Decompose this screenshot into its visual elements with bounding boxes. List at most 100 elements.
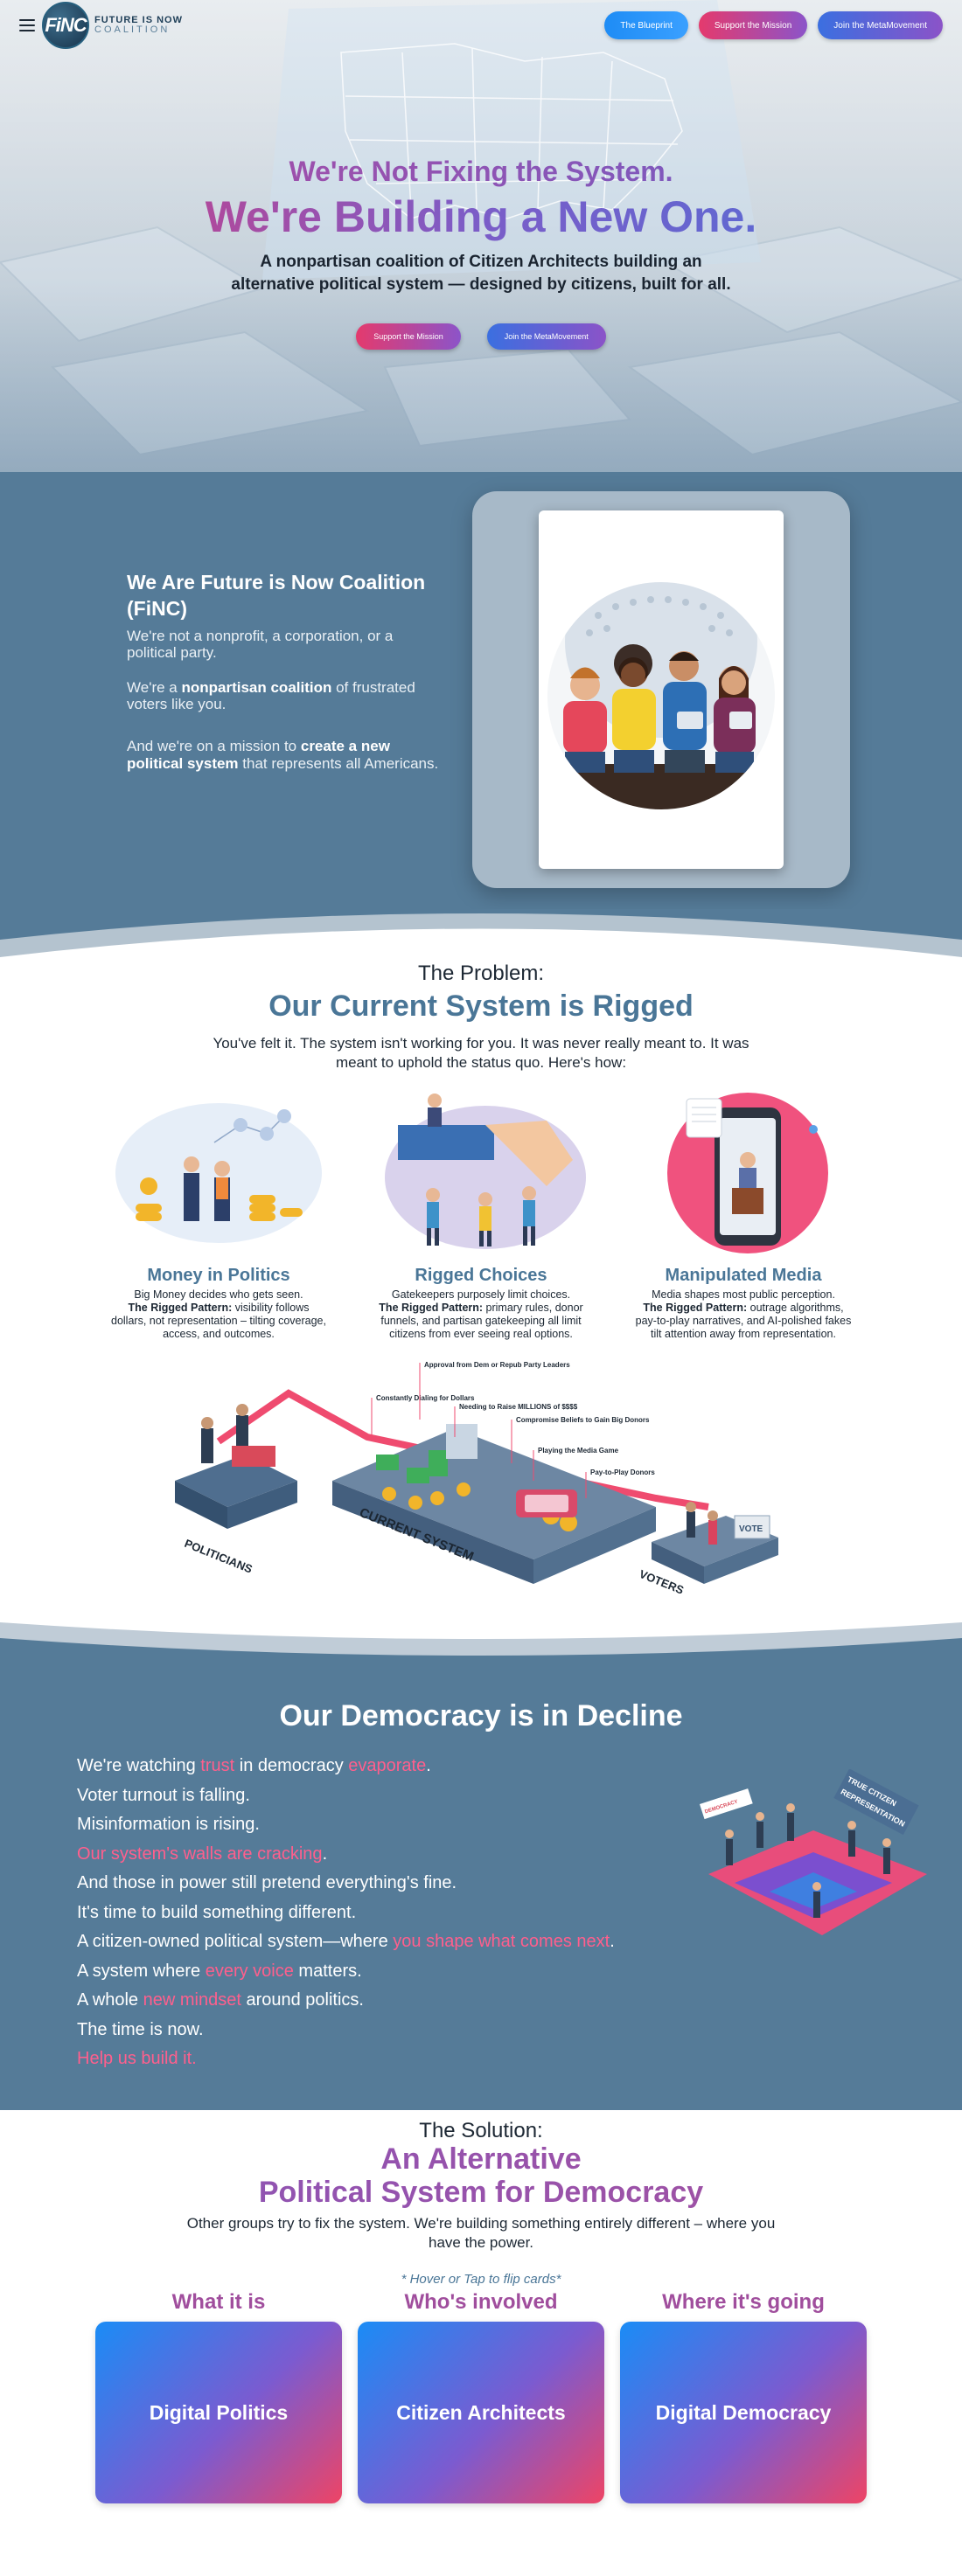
diagram-vote-label: VOTE [739,1524,763,1534]
choices-pattern-label: The Rigged Pattern: [379,1302,484,1315]
diagram-callout-2: Approval from Dem or Repub Party Leaders [424,1361,570,1369]
decline-line-3: Misinformation is rising. [77,1815,260,1835]
decline-title: Our Democracy is in Decline [279,1699,683,1733]
problem-card-media-text: Media shapes most public perception. The… [634,1288,853,1341]
nav-support-mission-button[interactable]: Support the Mission [698,11,808,39]
top-navigation-bar: FiNC FUTURE IS NOW COALITION The Bluepri… [0,0,962,51]
problem-pre-title: The Problem: [417,962,545,985]
flip-column-what: What it is Digital Politics [95,2290,342,2504]
hero-subtitle-line-2: alternative political system — designed … [231,274,731,294]
solution-title: An Alternative Political System for Demo… [0,2143,962,2209]
decline-line-11: Help us build it. [77,2049,197,2069]
solution-title-line-2: Political System for Democracy [258,2175,704,2209]
nav-join-metamovement-button[interactable]: Join the MetaMovement [818,11,943,39]
problem-card-choices-title: Rigged Choices [415,1266,547,1286]
decline-1c: in democracy [234,1756,349,1776]
hero-cta-group: Support the Mission Join the MetaMovemen… [0,323,962,351]
problem-card-choices-text: Gatekeepers purposely limit choices. The… [372,1288,590,1341]
decline-7b: you shape what comes next [393,1932,610,1952]
flip-cards-hint: * Hover or Tap to flip cards* [401,2272,561,2288]
logo-line-2: COALITION [94,24,171,35]
decline-line-5: And those in power still pretend everyth… [77,1873,457,1893]
diagram-politicians-label: POLITICIANS [183,1537,254,1576]
flip-cards-row: What it is Digital Politics Who's involv… [0,2290,962,2504]
decline-line-2: Voter turnout is falling. [77,1785,250,1805]
decline-line-8: A system where every voice matters. [77,1957,707,1987]
logo-wordmark: FUTURE IS NOW COALITION [94,16,183,35]
flip-card-digital-democracy[interactable]: Digital Democracy [620,2322,867,2504]
header-nav: The Blueprint Support the Mission Join t… [604,11,943,39]
manipulated-media-illustration [667,1093,828,1254]
solution-title-line-1: An Alternative [380,2142,582,2177]
flip-card-citizen-architects[interactable]: Citizen Architects [358,2322,604,2504]
logo-line-1: FUTURE IS NOW [94,15,183,25]
about-p2-post: of frustrated voters like you. [127,678,415,713]
section-divider-wave-2 [0,1612,962,1674]
decline-line-4: Our system's walls are cracking. [77,1840,707,1870]
diagram-callout-5: Playing the Media Game [538,1447,619,1455]
problem-title: Our Current System is Rigged [268,989,694,1023]
problem-cards: Money in Politics Big Money decides who … [0,1090,962,1341]
about-paragraph-2: We're a nonpartisan coalition of frustra… [127,679,442,713]
solution-pre-title: The Solution: [419,2119,543,2143]
hero-overlay [0,0,962,472]
decline-1b: trust [200,1756,235,1776]
decline-8c: matters. [293,1961,362,1981]
hero-subtitle-line-1: A nonpartisan coalition of Citizen Archi… [260,253,702,271]
hero-join-metamovement-button[interactable]: Join the MetaMovement [486,323,606,351]
decline-line-10: The time is now. [77,2019,204,2039]
rigged-choices-illustration [385,1094,586,1250]
problem-card-money: Money in Politics Big Money decides who … [109,1090,328,1341]
hero-support-mission-button[interactable]: Support the Mission [356,323,461,351]
about-image-frame [472,491,850,888]
diagram-callout-6: Pay-to-Play Donors [590,1469,655,1476]
solution-section: The Solution: An Alternative Political S… [0,2110,962,2531]
flip-label-where: Where it's going [662,2290,825,2315]
about-p3-bold: create a new political system [127,737,390,772]
decline-9a: A whole [77,1990,143,2010]
nav-blueprint-button[interactable]: The Blueprint [604,11,688,39]
citizen-representation-illustration: DEMOCRACY TRUE CITIZEN REPRESENTATION [700,1769,927,1936]
decline-8b: every voice [205,1961,294,1981]
about-title: We Are Future is Now Coalition (FiNC) [127,571,426,620]
flip-label-who: Who's involved [404,2290,558,2315]
choices-pattern: primary rules, donor funnels, and partis… [380,1302,583,1341]
hero-section: FiNC FUTURE IS NOW COALITION The Bluepri… [0,0,962,472]
decline-9c: around politics. [240,1990,364,2010]
decline-1a: We're watching [77,1756,201,1776]
problem-card-money-text: Big Money decides who gets seen. The Rig… [109,1288,328,1341]
hero-background-image [0,0,962,472]
choices-lead: Gatekeepers purposely limit choices. [391,1288,571,1302]
current-system-diagram: POLITICIANS CURRENT SYSTEM VOTE VOTERS C… [175,1361,778,1597]
flip-column-where: Where it's going Digital Democracy [620,2290,867,2504]
problem-card-choices: Rigged Choices Gatekeepers purposely lim… [372,1090,590,1341]
media-pattern-label: The Rigged Pattern: [643,1302,748,1315]
hamburger-menu-icon[interactable] [19,19,35,31]
finc-logo[interactable]: FiNC FUTURE IS NOW COALITION [42,2,183,49]
logo-badge: FiNC [42,2,89,49]
flip-label-what: What it is [171,2290,266,2315]
about-paragraph-1: We're not a nonprofit, a corporation, or… [127,627,394,662]
hero-content: We're Not Fixing the System. We're Build… [0,156,962,351]
flip-card-digital-politics[interactable]: Digital Politics [95,2322,342,2504]
diagram-callout-4: Compromise Beliefs to Gain Big Donors [516,1416,650,1424]
problem-intro: You've felt it. The system isn't working… [213,1035,749,1072]
decline-4c: . [322,1843,328,1864]
solution-subtitle: Other groups try to fix the system. We'r… [186,2214,776,2252]
about-image-card [539,510,784,869]
decline-line-6: It's time to build something different. [77,1902,357,1922]
about-section: We Are Future is Now Coalition (FiNC) We… [0,472,962,909]
diagram-callout-3: Needing to Raise MILLIONS of $$$$ [459,1403,578,1411]
problem-card-money-title: Money in Politics [147,1266,290,1286]
decline-9b: new mindset [143,1990,241,2010]
money-in-politics-illustration [115,1103,322,1244]
about-p3-post: that represents all Americans. [238,754,439,772]
problem-section: The Problem: Our Current System is Rigge… [0,962,962,1613]
diagram-callout-1: Constantly Dialing for Dollars [376,1394,475,1402]
flip-column-who: Who's involved Citizen Architects [358,2290,604,2504]
decline-1e: . [426,1756,431,1776]
hero-heading-line-1: We're Not Fixing the System. [0,156,962,188]
problem-card-media: Manipulated Media Media shapes most publ… [634,1090,853,1341]
media-lead: Media shapes most public perception. [652,1288,835,1302]
decline-1d: evaporate [348,1756,427,1776]
